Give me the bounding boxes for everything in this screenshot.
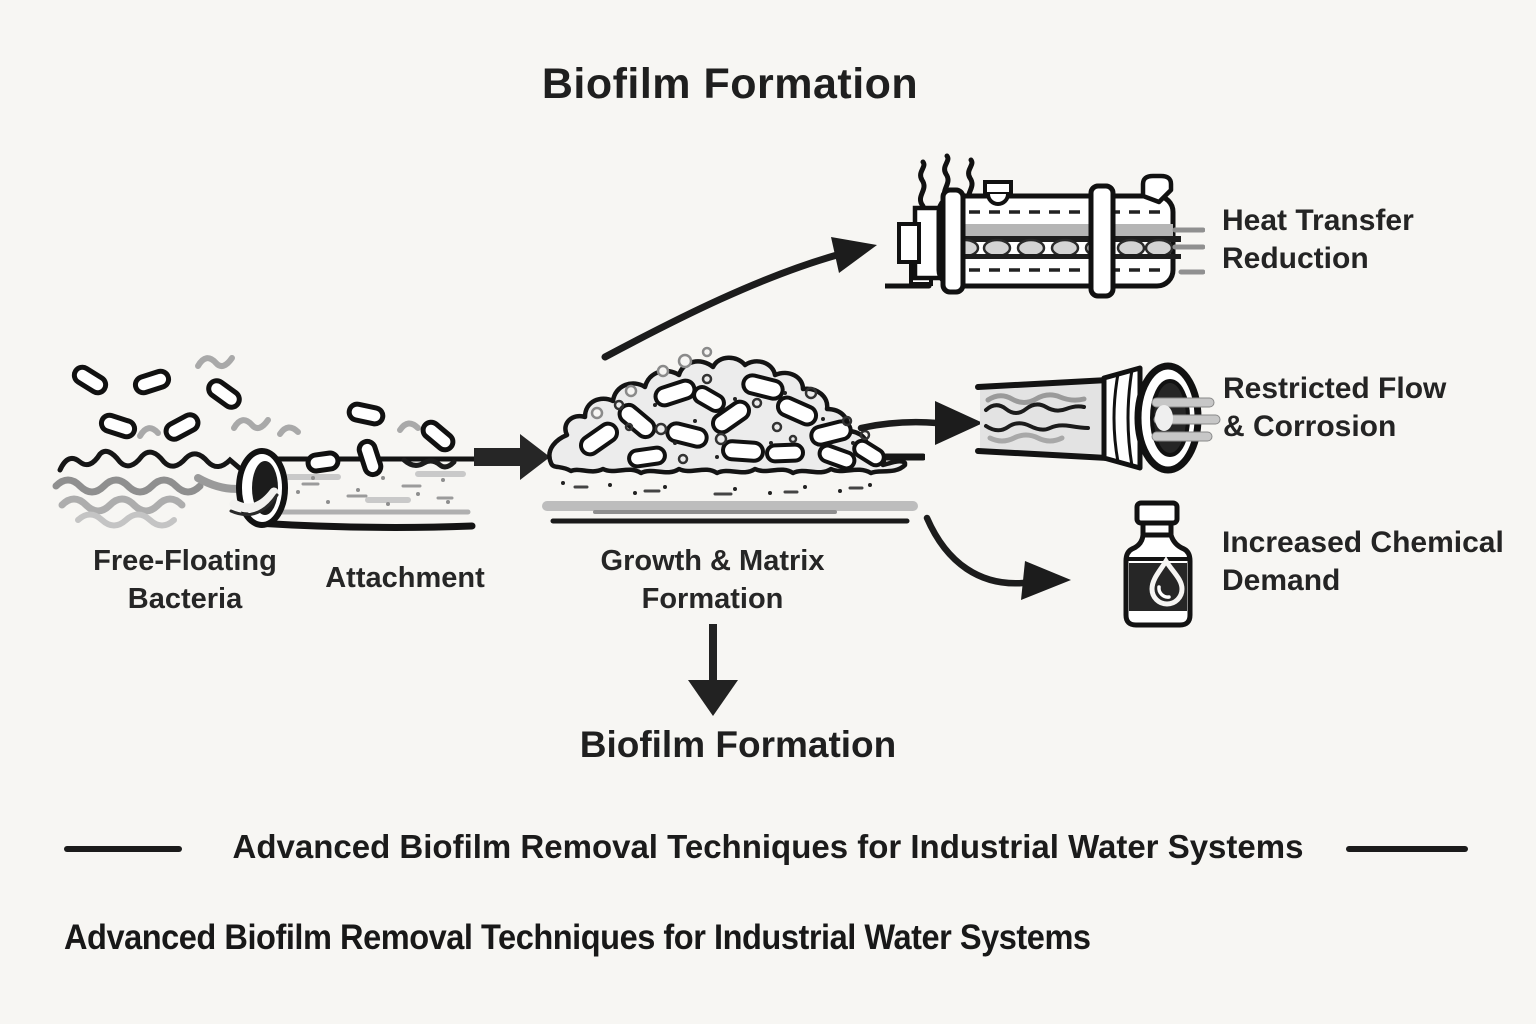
effect-label-heat-transfer: Heat Transfer Reduction xyxy=(1222,202,1522,278)
effect-label-line: Reduction xyxy=(1222,242,1369,275)
stage-label-line: Bacteria xyxy=(127,583,243,615)
banner-title: Advanced Biofilm Removal Techniques for … xyxy=(232,828,1304,865)
stage-label-line: Formation xyxy=(641,583,784,615)
stage-label-growth-matrix: Growth & Matrix Formation xyxy=(565,542,860,618)
bacteria-in-water-illustration xyxy=(52,355,479,531)
effect-label-line: & Corrosion xyxy=(1223,410,1397,443)
effect-label-line: Increased Chemical xyxy=(1222,526,1504,559)
stage-label-line: Growth & Matrix xyxy=(600,545,825,577)
effect-label-line: Restricted Flow xyxy=(1223,372,1447,405)
arrow-right-icon xyxy=(474,434,550,480)
stage-label-line: Attachment xyxy=(325,562,485,594)
divider-rule-right xyxy=(1346,846,1468,852)
heat-exchanger-illustration xyxy=(885,153,1205,299)
curved-arrow-up-icon xyxy=(601,237,877,361)
stage-label-attachment: Attachment xyxy=(290,559,520,597)
curved-arrow-down-icon xyxy=(923,514,1071,600)
stage-label-line: Free-Floating xyxy=(93,545,277,577)
result-title: Biofilm Formation xyxy=(579,724,897,765)
arrow-right-icon-2 xyxy=(857,401,983,445)
footer-title: Advanced Biofilm Removal Techniques for … xyxy=(64,918,1091,957)
stage-label-free-floating-bacteria: Free-Floating Bacteria xyxy=(55,542,315,618)
fouled-pipe-illustration xyxy=(975,362,1221,474)
page-title: Biofilm Formation xyxy=(541,60,919,108)
chemical-bottle-icon xyxy=(1123,500,1193,628)
effect-label-line: Heat Transfer xyxy=(1222,204,1414,237)
effect-label-line: Demand xyxy=(1222,564,1341,597)
effect-label-restricted-flow: Restricted Flow & Corrosion xyxy=(1223,370,1523,446)
biofilm-mound-illustration xyxy=(542,346,925,524)
effect-label-chemical-demand: Increased Chemical Demand xyxy=(1222,524,1532,600)
divider-rule-left xyxy=(64,846,182,852)
arrow-down-icon xyxy=(688,624,738,716)
